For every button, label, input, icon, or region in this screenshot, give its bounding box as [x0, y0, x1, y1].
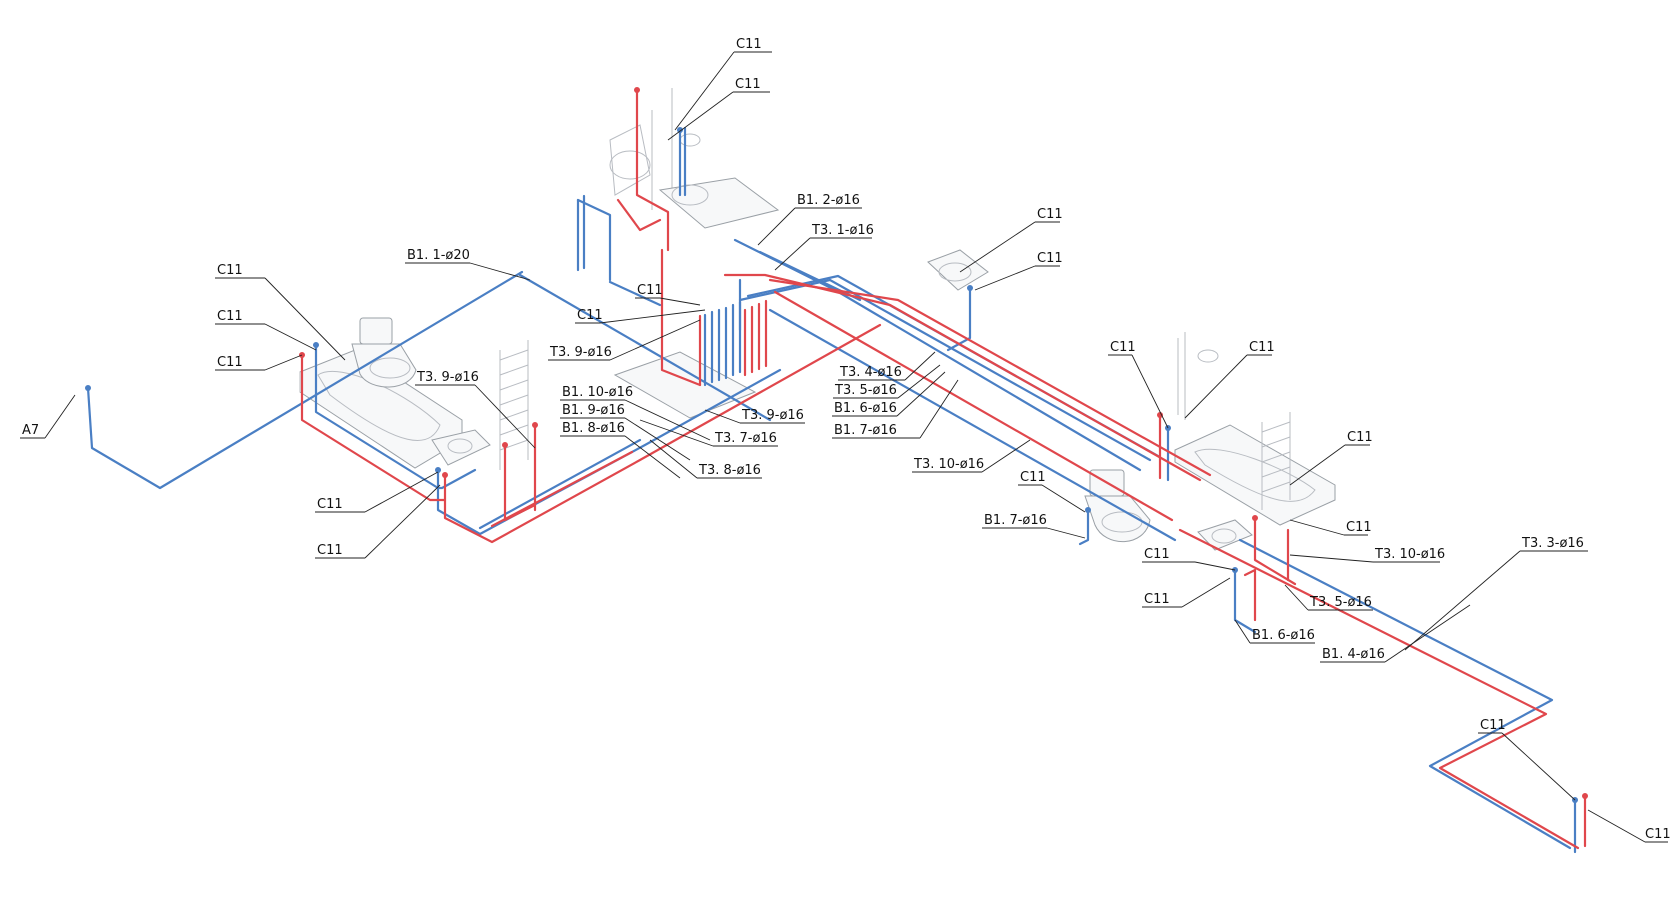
label-b1-6-b: В1. 6-ø16	[1252, 628, 1315, 643]
label-c11-sink-2: С11	[1037, 251, 1063, 266]
label-t3-9-c: Т3. 9-ø16	[741, 408, 804, 423]
label-c11-right-1: С11	[1347, 430, 1373, 445]
sink-top-right-icon	[927, 249, 989, 291]
label-v1-1: В1. 1-ø20	[407, 248, 470, 263]
label-t3-10-b: Т3. 10-ø16	[1374, 547, 1445, 562]
label-c11-right-2: С11	[1346, 520, 1372, 535]
label-c11-shower-1: С11	[1110, 340, 1136, 355]
label-t3-1: Т3. 1-ø16	[811, 223, 874, 238]
label-b1-4: В1. 4-ø16	[1322, 647, 1385, 662]
label-t3-5-b: Т3. 5-ø16	[1309, 595, 1372, 610]
label-v1-2: В1. 2-ø16	[797, 193, 860, 208]
label-c11-top-1: С11	[736, 37, 762, 52]
label-b1-7-a: В1. 7-ø16	[834, 423, 897, 438]
label-t3-9-a: Т3. 9-ø16	[416, 370, 479, 385]
label-c11-sink-1: С11	[1037, 207, 1063, 222]
label-t3-4: Т3. 4-ø16	[839, 365, 902, 380]
fixtures	[299, 88, 1336, 551]
shower-tray-middle-icon	[613, 351, 757, 419]
label-c11-wc: С11	[1020, 470, 1046, 485]
annotations: С11 С11 В1. 2-ø16 Т3. 1-ø16 С11 С11 В1. …	[20, 37, 1671, 843]
toilet-right-icon	[1084, 469, 1151, 543]
label-t3-10-a: Т3. 10-ø16	[913, 457, 984, 472]
label-b1-10: В1. 10-ø16	[562, 385, 633, 400]
label-t3-5-a: Т3. 5-ø16	[834, 383, 897, 398]
label-t3-9-b: Т3. 9-ø16	[549, 345, 612, 360]
towel-rail-right-icon	[1261, 412, 1291, 510]
sink-right-icon	[1197, 519, 1253, 551]
label-b1-9: В1. 9-ø16	[562, 403, 625, 418]
hot-water-pipes	[300, 88, 1587, 850]
sink-left-icon	[431, 429, 491, 466]
label-c11-left-1: С11	[217, 263, 243, 278]
label-c11-far-1: С11	[1480, 718, 1506, 733]
label-c11-mid-1: С11	[637, 283, 663, 298]
label-c11-rb-2: С11	[1144, 592, 1170, 607]
bathtub-right-icon	[1174, 424, 1336, 526]
shower-top-icon	[609, 88, 780, 229]
label-c11-left-2: С11	[217, 309, 243, 324]
label-c11-bottom-2: С11	[317, 543, 343, 558]
label-c11-bottom-1: С11	[317, 497, 343, 512]
label-c11-mid-2: С11	[577, 308, 603, 323]
label-c11-rb-1: С11	[1144, 547, 1170, 562]
label-c11-top-2: С11	[735, 77, 761, 92]
label-c11-left-3: С11	[217, 355, 243, 370]
label-b1-7-b: В1. 7-ø16	[984, 513, 1047, 528]
label-b1-6-a: В1. 6-ø16	[834, 401, 897, 416]
label-c11-far-2: С11	[1645, 827, 1671, 842]
label-t3-7: Т3. 7-ø16	[714, 431, 777, 446]
label-b1-8: В1. 8-ø16	[562, 421, 625, 436]
shower-right-icon	[1177, 332, 1219, 420]
label-a7: А7	[22, 423, 39, 438]
label-t3-3: Т3. 3-ø16	[1521, 536, 1584, 551]
label-t3-8: Т3. 8-ø16	[698, 463, 761, 478]
label-c11-shower-2: С11	[1249, 340, 1275, 355]
toilet-left-icon	[351, 317, 417, 388]
